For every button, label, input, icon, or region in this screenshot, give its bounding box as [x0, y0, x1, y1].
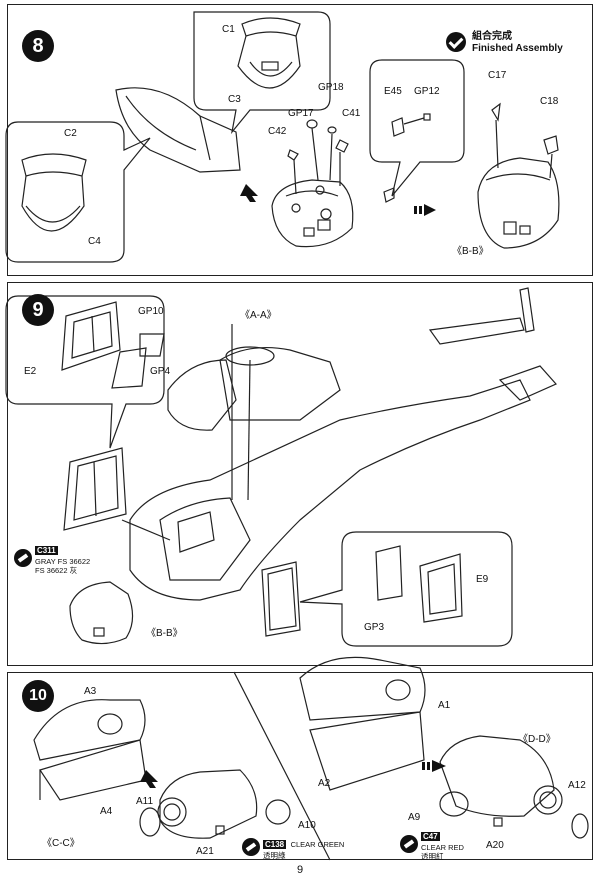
part-label-c4: C4 [88, 236, 101, 247]
part-label-gp18: GP18 [318, 82, 344, 93]
part-label-c1: C1 [222, 24, 235, 35]
part-label-gp12: GP12 [414, 86, 440, 97]
part-label-gp10: GP10 [138, 306, 164, 317]
part-label-c41: C41 [342, 108, 361, 119]
paint-name-cn: FS 36622 灰 [35, 565, 78, 575]
part-label-a12: A12 [568, 780, 586, 791]
part-label-c42: C42 [268, 126, 287, 137]
view-label-b-b-step8: 《B-B》 [452, 246, 489, 257]
step-10-number: 10 [22, 680, 54, 712]
step-9-panel [7, 282, 593, 666]
step-9-number: 9 [22, 294, 54, 326]
part-label-a9: A9 [408, 812, 421, 823]
part-label-gp3: GP3 [364, 622, 385, 633]
paint-code: C47 [421, 832, 440, 841]
part-label-a10: A10 [298, 820, 316, 831]
part-label-a2: A2 [318, 778, 331, 789]
paint-code: C311 [35, 546, 58, 555]
part-label-c2: C2 [64, 128, 77, 139]
paint-code: C138 [263, 840, 287, 849]
part-label-e9: E9 [476, 574, 489, 585]
paint-callout-red: C47 CLEAR RED 透明紅 [400, 826, 464, 861]
paint-name-cn: 透明綠 [263, 851, 286, 860]
finished-label-en: Finished Assembly [472, 43, 563, 54]
view-label-c-c: 《C-C》 [42, 838, 80, 849]
part-label-gp17: GP17 [288, 108, 314, 119]
part-label-c3: C3 [228, 94, 241, 105]
part-label-a3: A3 [84, 686, 97, 697]
finished-label-cn: 組合完成 [472, 31, 512, 42]
view-label-a-a: 《A-A》 [240, 310, 277, 321]
paint-brush-icon [242, 838, 260, 857]
step-10-panel [7, 672, 593, 860]
paint-name: CLEAR RED [421, 843, 464, 852]
paint-brush-icon [14, 548, 32, 567]
part-label-e45: E45 [384, 86, 402, 97]
step-8-panel [7, 4, 593, 276]
finished-check-icon [446, 32, 466, 52]
step-8-number: 8 [22, 30, 54, 62]
part-label-a21: A21 [196, 846, 214, 857]
paint-name: CLEAR GREEN [290, 840, 345, 849]
view-label-d-d: 《D-D》 [518, 734, 556, 745]
part-label-a1: A1 [438, 700, 451, 711]
part-label-gp4: GP4 [150, 366, 171, 377]
view-label-b-b-step9: 《B-B》 [146, 628, 183, 639]
paint-brush-icon [400, 834, 418, 853]
paint-name-cn: 透明紅 [421, 851, 444, 861]
part-label-a4: A4 [100, 806, 113, 817]
page-number: 9 [296, 864, 304, 876]
part-label-e2: E2 [24, 366, 37, 377]
paint-callout-green: C138 CLEAR GREEN 透明綠 [242, 834, 344, 861]
part-label-c18: C18 [540, 96, 559, 107]
paint-name: GRAY FS 36622 [35, 557, 91, 566]
part-label-a20: A20 [486, 840, 504, 851]
part-label-c17: C17 [488, 70, 507, 81]
paint-callout-gray: C311 GRAY FS 36622 FS 36622 灰 [14, 540, 90, 575]
part-label-a11: A11 [136, 796, 154, 807]
